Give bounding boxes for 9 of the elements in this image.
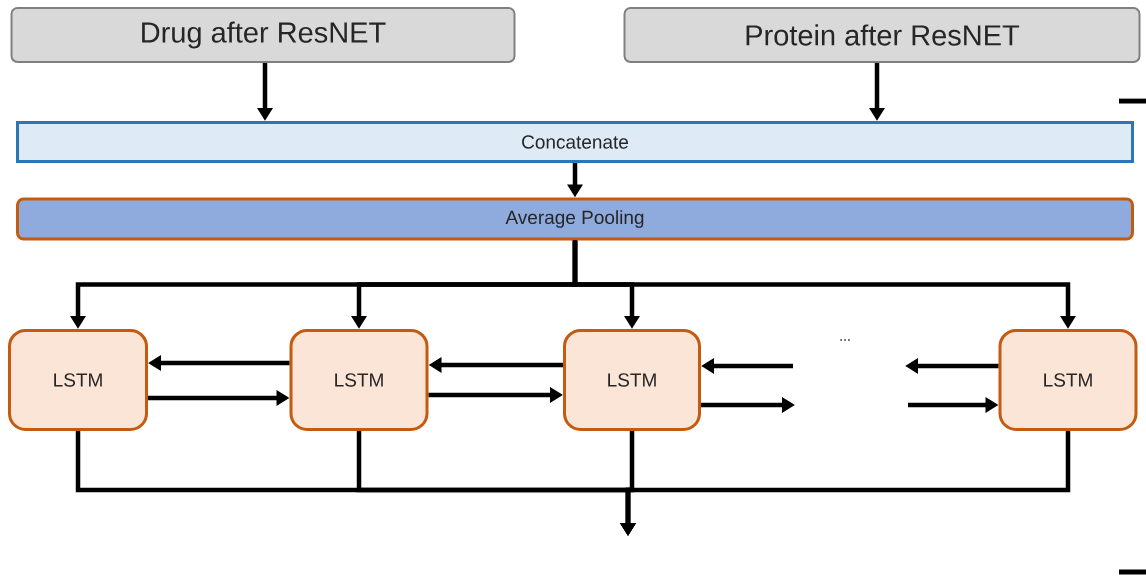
ellipsis: ... (840, 339, 850, 341)
lstm-box: LSTM (563, 329, 701, 431)
lstm-box: LSTM (289, 329, 429, 431)
layer-bar: Concatenate (16, 121, 1134, 163)
input-box: Protein after ResNET (623, 7, 1141, 63)
lstm-box: LSTM (8, 329, 148, 431)
input-box: Drug after ResNET (10, 7, 516, 63)
lstm-box: LSTM (998, 329, 1138, 431)
layer-bar: Average Pooling (16, 197, 1134, 241)
